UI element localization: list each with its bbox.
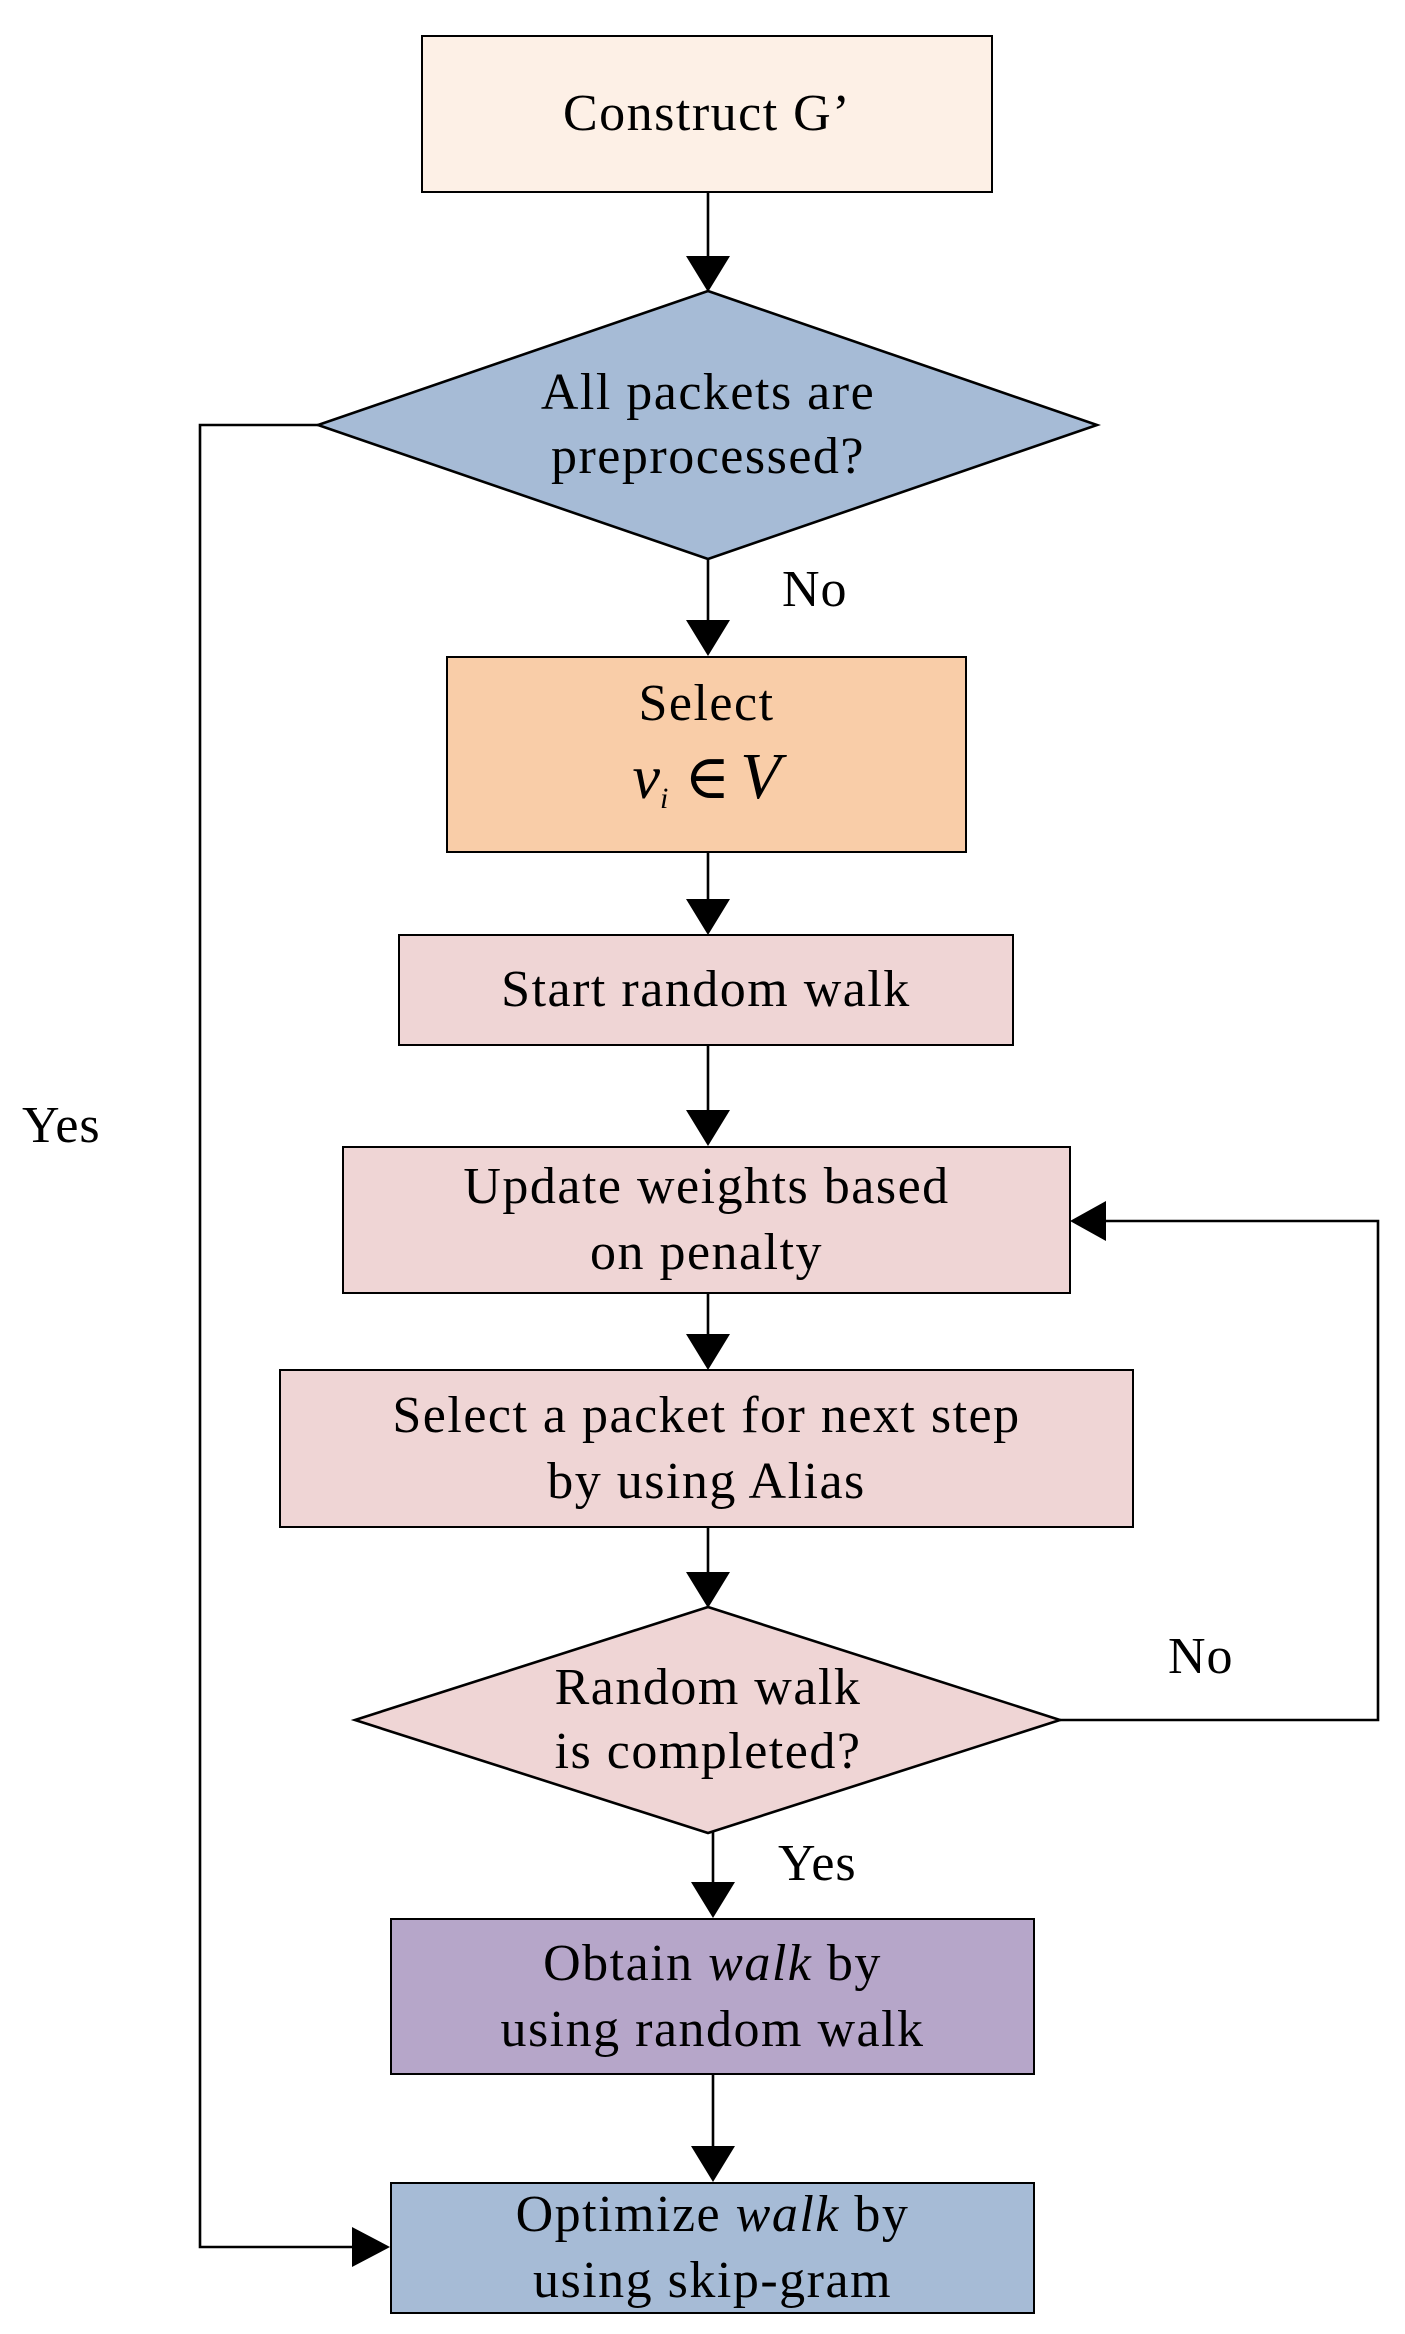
start-random-walk-label: Start random walk [501,961,911,1018]
decision-all-packets-line1: All packets are [540,364,876,421]
obtain-walk-post: by [812,1934,882,1992]
decision-walk-completed-line1: Random walk [554,1659,862,1716]
connector-no-to-update [1060,1219,1380,1722]
update-weights-box: Update weights based on penalty [342,1146,1071,1294]
vertex-subscript: i [659,781,669,815]
arrowhead-packet-to-decision [686,1572,730,1608]
decision-all-packets-label: All packets are preprocessed? [408,350,1008,500]
optimize-walk-pre: Optimize [515,2186,736,2243]
vertex-set: V [740,739,781,813]
edge-label-completed-no: No [1168,1628,1234,1685]
obtain-walk-pre: Obtain [543,1934,709,1992]
decision-walk-completed-shape [350,1605,1065,1835]
arrowhead-decision-to-select [686,620,730,656]
select-vertex-label: Select [638,674,775,732]
optimize-walk-box: Optimize walk by using skip-gram [390,2182,1035,2314]
arrowhead-select-to-start [686,899,730,935]
select-packet-line1: Select a packet for next step [392,1386,1021,1444]
vertex-in-set-formula: vi ∈V [632,737,780,839]
obtain-walk-box: Obtain walk by using random walk [390,1918,1035,2075]
select-packet-box: Select a packet for next step by using A… [279,1369,1134,1528]
edge-label-preprocessed-yes: Yes [22,1097,101,1154]
obtain-walk-emphasis: walk [708,1934,813,1992]
arrowhead-construct-to-decision [686,256,730,292]
vertex-variable: v [632,743,660,812]
arrowhead-yes-to-optimize [352,2227,390,2267]
optimize-walk-post: by [839,2186,910,2243]
obtain-walk-line2: using random walk [500,2000,925,2058]
select-vertex-box: Select vi ∈V [446,656,967,853]
start-random-walk-box: Start random walk [398,934,1014,1046]
optimize-walk-line2: using skip-gram [532,2252,893,2309]
optimize-walk-emphasis: walk [735,2186,840,2243]
optimize-walk-line1: Optimize walk by [516,2182,910,2248]
update-weights-line1: Update weights based [463,1158,950,1215]
arrowhead-decision-to-obtain [691,1882,735,1918]
decision-all-packets-line2: preprocessed? [550,428,865,485]
edge-label-preprocessed-no: No [782,561,848,618]
obtain-walk-line1: Obtain walk by [543,1931,882,1997]
arrowhead-update-to-packet [686,1334,730,1370]
arrowhead-no-to-update [1070,1201,1106,1241]
update-weights-line2: on penalty [589,1224,824,1281]
construct-graph-label: Construct G’ [562,85,852,142]
element-of-symbol: ∈ [684,743,731,812]
decision-walk-completed-label: Random walk is completed? [458,1655,958,1785]
decision-walk-completed-line2: is completed? [554,1723,862,1780]
arrowhead-start-to-update [686,1110,730,1146]
arrowhead-obtain-to-optimize [691,2146,735,2182]
construct-graph-box: Construct G’ [421,35,993,193]
select-packet-line2: by using Alias [547,1452,866,1510]
decision-all-packets-shape [313,289,1101,561]
connector-yes-to-optimize [198,423,352,2249]
edge-label-completed-yes: Yes [778,1835,857,1892]
